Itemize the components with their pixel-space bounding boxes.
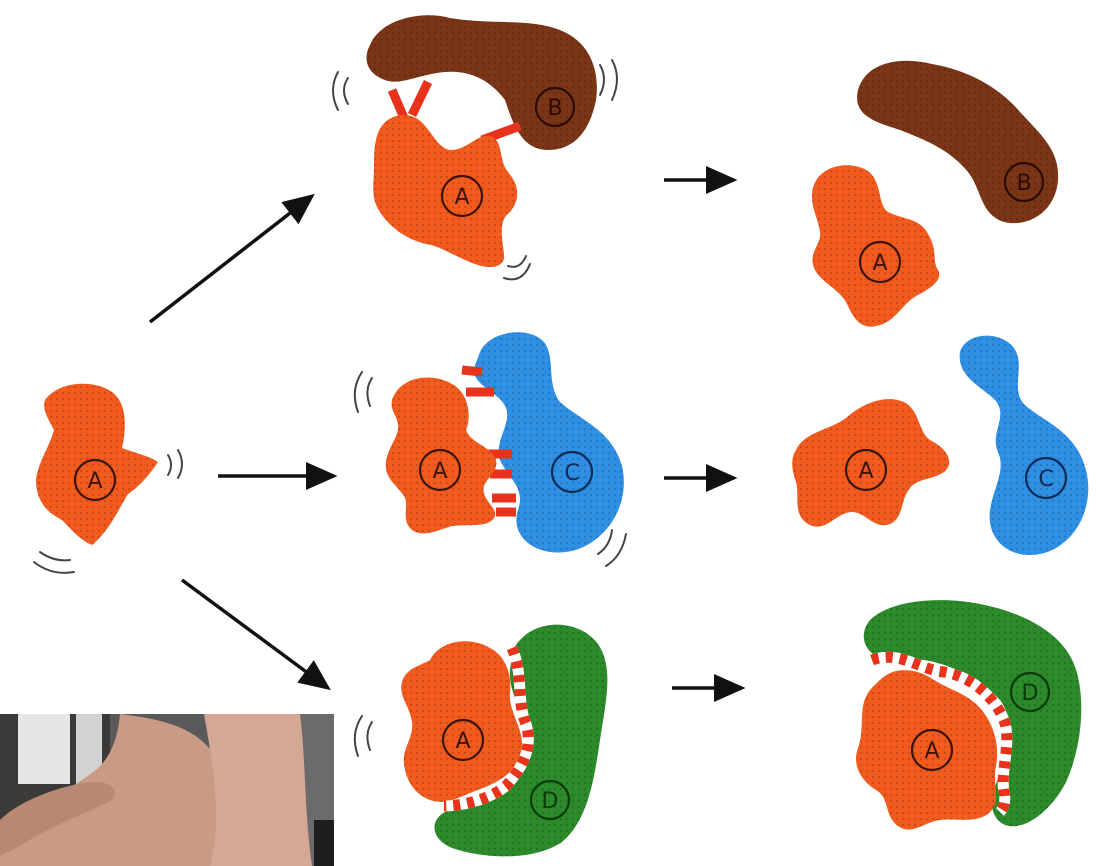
label-c-complex: C — [564, 461, 579, 486]
complex-a-c: C A — [355, 332, 626, 566]
label-d-complex: D — [542, 789, 559, 814]
hand-photo-inset — [0, 714, 334, 866]
result-a-c-separated: C A — [792, 336, 1088, 555]
label-b-complex: B — [547, 96, 562, 121]
arrow-to-d — [182, 580, 328, 688]
label-a-free: A — [87, 469, 102, 494]
label-a-stable-d: A — [924, 739, 939, 764]
label-a-complex-b: A — [454, 185, 469, 210]
complex-a-d: D A — [355, 625, 608, 857]
label-a-complex-c: A — [432, 459, 447, 484]
label-d-stable: D — [1022, 681, 1039, 706]
label-a-separated-b: A — [872, 251, 887, 276]
protein-a-free: A — [34, 384, 182, 573]
result-a-b-separated: B A — [812, 61, 1058, 327]
label-b-separated: B — [1016, 171, 1031, 196]
label-a-separated-c: A — [858, 459, 873, 484]
label-c-separated: C — [1038, 467, 1053, 492]
label-a-complex-d: A — [455, 729, 470, 754]
arrow-to-b — [150, 196, 312, 322]
complex-a-b: B A — [333, 15, 617, 279]
result-a-d-stable: D A — [856, 600, 1081, 829]
